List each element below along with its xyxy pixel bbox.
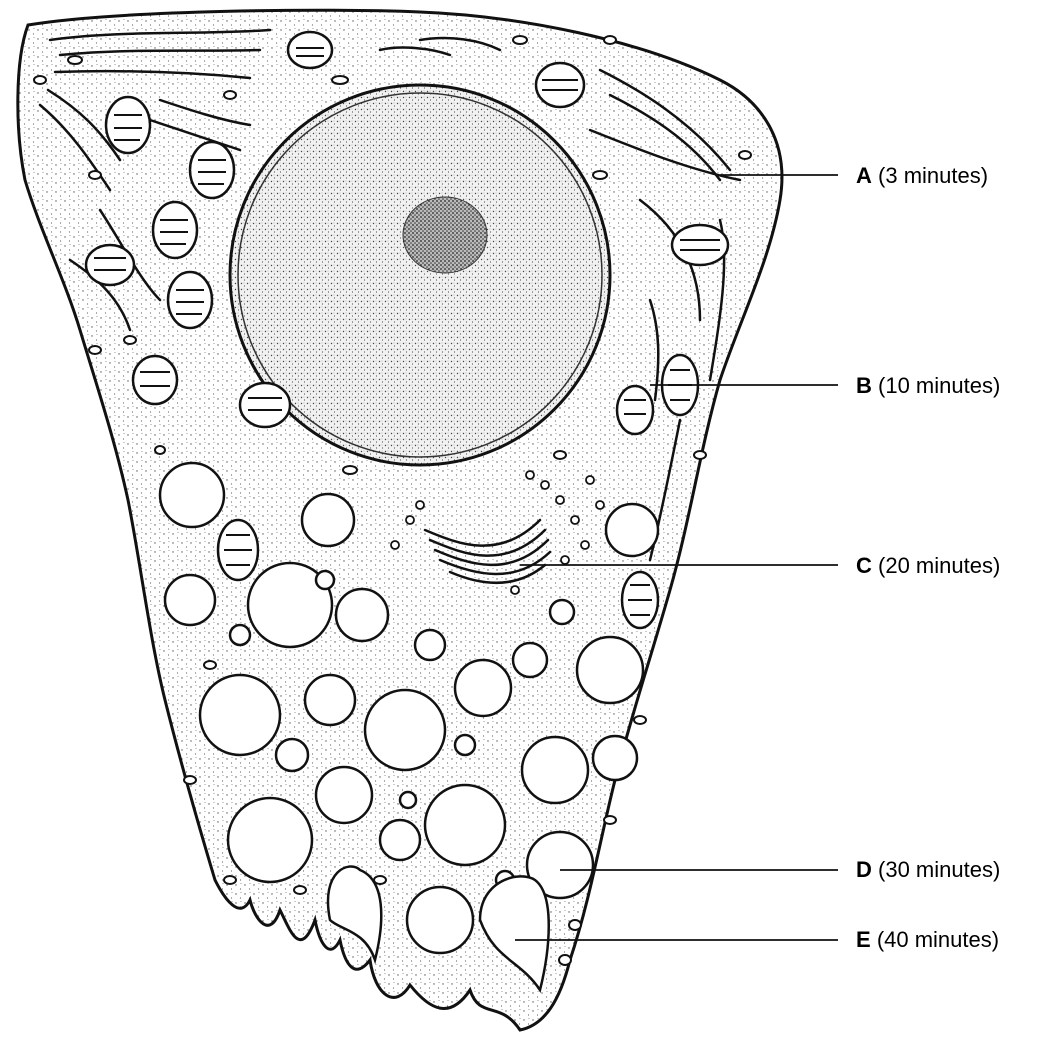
label-d-letter: D [856, 857, 872, 882]
nucleolus [403, 197, 487, 273]
label-c-letter: C [856, 553, 872, 578]
label-d: D (30 minutes) [856, 858, 1000, 882]
label-a: A (3 minutes) [856, 164, 988, 188]
label-e-time: (40 minutes) [877, 927, 999, 952]
label-b: B (10 minutes) [856, 374, 1000, 398]
label-e: E (40 minutes) [856, 928, 999, 952]
label-d-time: (30 minutes) [878, 857, 1000, 882]
label-e-letter: E [856, 927, 871, 952]
label-a-time: (3 minutes) [878, 163, 988, 188]
label-b-letter: B [856, 373, 872, 398]
label-c-time: (20 minutes) [878, 553, 1000, 578]
label-c: C (20 minutes) [856, 554, 1000, 578]
label-b-time: (10 minutes) [878, 373, 1000, 398]
label-a-letter: A [856, 163, 872, 188]
